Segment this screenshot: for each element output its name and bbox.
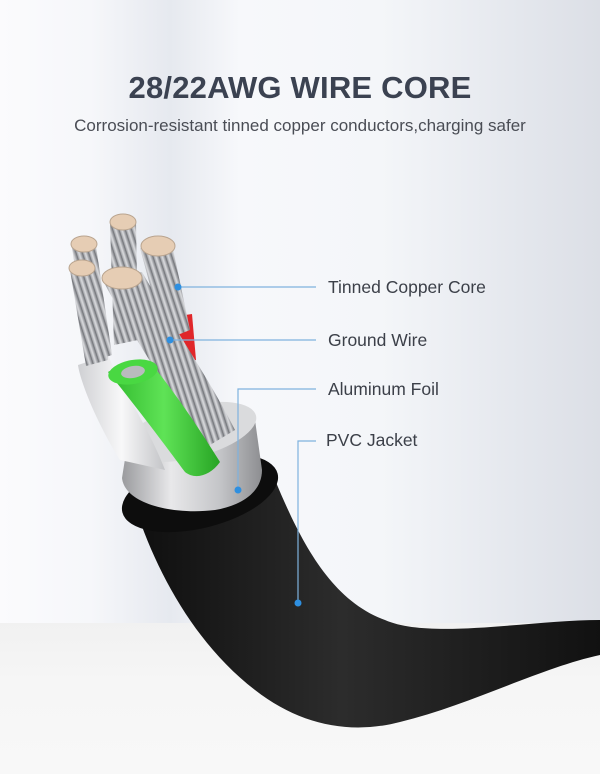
callout-line-foil xyxy=(237,388,316,490)
callout-line-pvc xyxy=(297,440,316,603)
page-title: 28/22AWG WIRE CORE xyxy=(128,70,472,105)
dot-icon xyxy=(294,599,302,607)
dot-icon xyxy=(234,486,242,494)
dot-icon xyxy=(166,336,174,344)
callout-label-aluminum-foil: Aluminum Foil xyxy=(328,379,439,399)
dot-icon xyxy=(174,283,182,291)
callout-label-ground-wire: Ground Wire xyxy=(328,330,428,350)
callout-label-tinned-copper-core: Tinned Copper Core xyxy=(328,277,486,297)
callout-dots xyxy=(166,283,302,607)
green-wire xyxy=(108,364,220,477)
white-wire xyxy=(78,355,165,470)
callout-lines xyxy=(170,286,316,603)
callout-label-pvc-jacket: PVC Jacket xyxy=(326,430,418,450)
page-subtitle: Corrosion-resistant tinned copper conduc… xyxy=(74,116,526,135)
copper-strands xyxy=(68,213,235,448)
